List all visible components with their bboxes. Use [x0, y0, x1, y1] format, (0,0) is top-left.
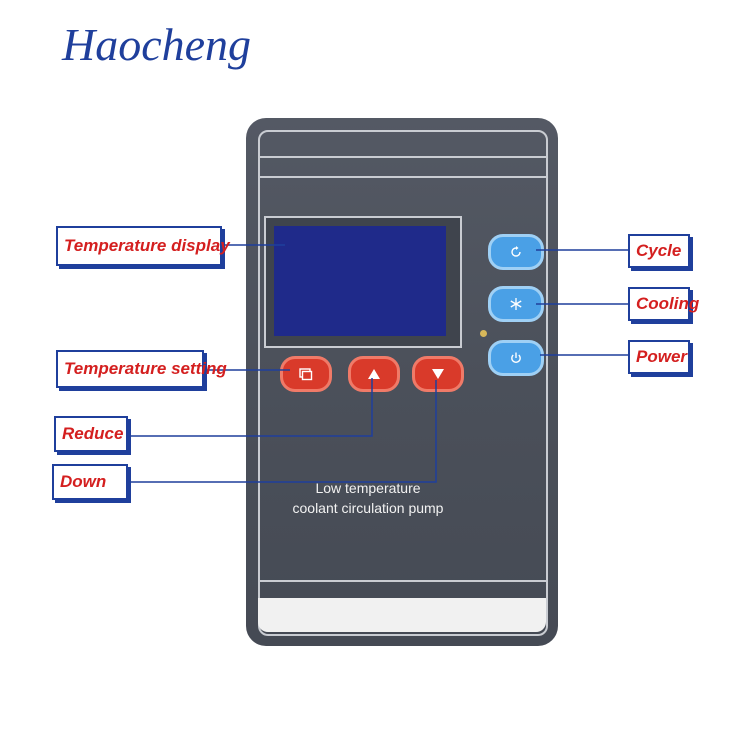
- panel-divider-bottom: [258, 580, 546, 582]
- panel-title-line1: Low temperature: [315, 480, 421, 496]
- down-button[interactable]: [412, 356, 464, 392]
- cycle-button[interactable]: [488, 234, 544, 270]
- label-reduce: Reduce: [54, 416, 128, 452]
- control-panel: Low temperature coolant circulation pump: [246, 118, 558, 646]
- label-cooling: Cooling: [628, 287, 699, 321]
- label-temperature-setting: Temperature setting: [56, 350, 227, 388]
- power-icon: [511, 352, 521, 364]
- leader-down: [128, 380, 437, 483]
- power-button[interactable]: [488, 340, 544, 376]
- indicator-led: [480, 330, 487, 337]
- triangle-down-icon: [432, 369, 444, 379]
- label-cycle: Cycle: [628, 234, 690, 268]
- panel-title-line2: coolant circulation pump: [292, 500, 444, 516]
- panel-divider-top-2: [258, 176, 546, 178]
- label-temperature-display: Temperature display: [56, 226, 230, 266]
- temperature-display-screen: [274, 226, 446, 336]
- cooling-button[interactable]: [488, 286, 544, 322]
- label-down: Down: [52, 464, 128, 500]
- label-power: Power: [628, 340, 690, 374]
- panel-bottom-strip: [258, 598, 546, 632]
- snowflake-icon: [510, 298, 522, 310]
- panel-frame: [258, 130, 548, 636]
- cycle-icon: [511, 246, 521, 257]
- temperature-setting-button[interactable]: [280, 356, 332, 392]
- reduce-button[interactable]: [348, 356, 400, 392]
- temperature-setting-icon: [299, 368, 313, 381]
- panel-divider-top: [258, 156, 546, 158]
- brand-logo: Haocheng: [62, 19, 252, 70]
- lcd-frame: [264, 216, 462, 348]
- leader-reduce: [128, 378, 373, 437]
- triangle-up-icon: [368, 369, 380, 379]
